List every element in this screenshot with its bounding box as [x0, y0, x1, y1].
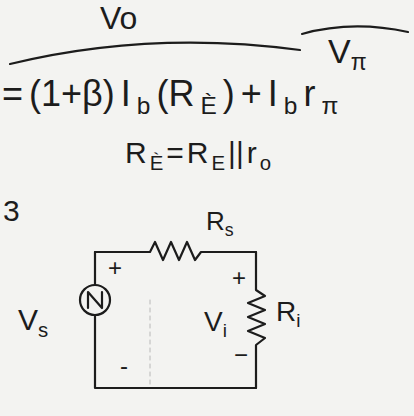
text-row: +: [108, 256, 122, 280]
equation-term: r: [303, 76, 315, 112]
subscript: π: [321, 94, 338, 118]
text-row: -: [120, 354, 128, 378]
polarity-mark: -: [120, 354, 128, 378]
wire: [95, 315, 256, 388]
subscript: π: [351, 51, 367, 74]
text-row: =(1+β)Ib(RÈ)+Ibrπ: [2, 76, 344, 112]
voltage-source: [80, 285, 110, 315]
source-symbol: [88, 292, 102, 308]
resistor-symbol: [248, 252, 265, 388]
subscript: b: [284, 94, 298, 118]
subscript: È: [200, 94, 216, 118]
equation-term: =: [166, 138, 184, 168]
source-name: V: [18, 305, 38, 335]
equation-term: (1+β): [29, 76, 115, 112]
wire: [94, 252, 96, 285]
text-row: Vπ: [328, 34, 367, 68]
text-row: +: [232, 266, 246, 290]
faint-mark: [150, 300, 151, 385]
subscript: s: [225, 222, 234, 240]
resistor-name: R: [206, 208, 225, 234]
equation-term: I: [121, 76, 131, 112]
subscript: b: [137, 94, 151, 118]
equation-term: R: [187, 138, 209, 168]
voltage-name: Vo: [100, 2, 137, 34]
subscript: E: [211, 153, 225, 173]
equation-term: ||: [228, 138, 244, 168]
subscript: o: [260, 153, 271, 173]
voltage-name: V: [328, 34, 351, 68]
equation-term: =: [2, 76, 23, 112]
polarity-mark: +: [232, 266, 246, 290]
brace-arc: [10, 43, 300, 64]
equation-term: +: [241, 76, 262, 112]
subscript: È: [150, 153, 164, 173]
item-number: 3: [3, 196, 20, 226]
text-row: Vo: [100, 2, 137, 34]
text-row: 3: [3, 196, 20, 226]
text-row: RÈ=RE||ro: [125, 138, 274, 168]
subscript: i: [296, 311, 300, 330]
text-row: Ri: [276, 298, 300, 326]
resistor-name: R: [276, 298, 296, 326]
polarity-mark: −: [234, 343, 248, 367]
equation-term: (R: [156, 76, 194, 112]
voltage-name: V: [204, 308, 223, 336]
subscript: i: [223, 321, 227, 340]
subscript: s: [38, 320, 48, 340]
brace-arc: [302, 26, 408, 34]
equation-term: r: [247, 138, 257, 168]
text-row: −: [234, 343, 248, 367]
equation-term: I: [268, 76, 278, 112]
text-row: Vs: [18, 305, 48, 335]
text-row: Rs: [206, 208, 234, 234]
equation-term: ): [223, 76, 235, 112]
text-row: Vi: [204, 308, 227, 336]
equation-term: R: [125, 138, 147, 168]
polarity-mark: +: [108, 256, 122, 280]
